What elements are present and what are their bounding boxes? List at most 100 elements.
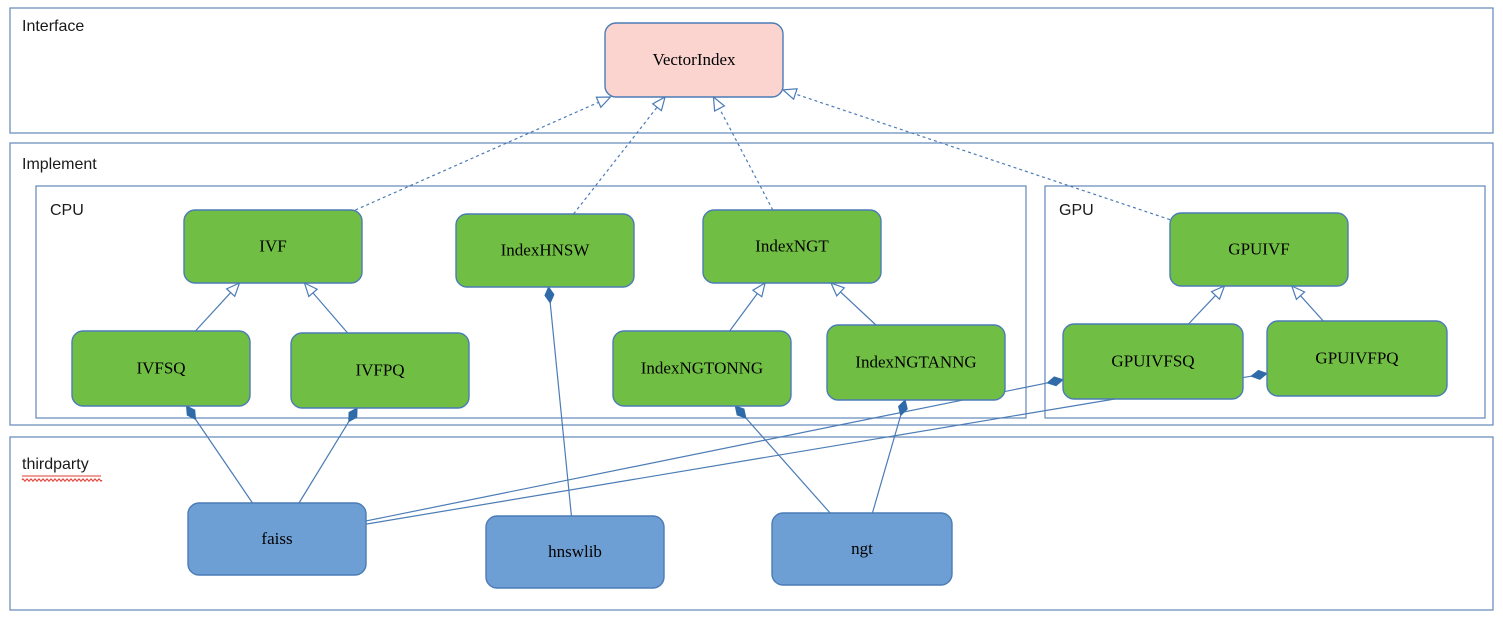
node-box-indexngtanng[interactable] <box>826 324 1006 401</box>
group-thirdparty: thirdparty <box>9 436 1494 611</box>
hollow-triangle-arrowhead-icon <box>303 281 319 298</box>
hollow-triangle-arrowhead-icon <box>781 88 798 101</box>
group-label-interface: Interface <box>22 18 84 35</box>
connector-ivfsq-ivf <box>194 281 241 332</box>
node-box-ivfpq[interactable] <box>290 332 470 409</box>
node-box-vectorindex[interactable] <box>604 22 784 98</box>
spellcheck-squiggle <box>21 478 103 482</box>
connector-indexngtanng-indexngt <box>829 281 877 326</box>
connector-line-realization <box>718 108 774 211</box>
connector-line-realization <box>573 106 658 215</box>
group-label-thirdparty: thirdparty <box>22 456 89 473</box>
hollow-triangle-arrowhead-icon <box>829 281 846 297</box>
connector-line-composition <box>365 375 1252 525</box>
connectors-layer <box>185 88 1324 525</box>
node-label-hnswlib: hnswlib <box>548 542 602 561</box>
node-faiss[interactable]: faiss <box>187 502 367 576</box>
node-indexngtonng[interactable]: IndexNGTONNG <box>612 330 792 407</box>
node-gpuivfsq[interactable]: GPUIVFSQ <box>1062 323 1244 400</box>
node-indexngt[interactable]: IndexNGT <box>702 209 882 284</box>
node-box-indexngtonng[interactable] <box>612 330 792 407</box>
group-label-cpu: CPU <box>50 202 84 219</box>
group-interface: Interface <box>9 7 1494 134</box>
connector-ivf-vectorindex <box>355 96 612 211</box>
connector-line-generalization <box>194 292 232 332</box>
connector-faiss-gpuivfpq <box>365 369 1269 525</box>
group-frame-gpu <box>1044 185 1486 419</box>
group-label-implement: Implement <box>22 156 97 173</box>
connector-line-composition <box>365 382 1048 522</box>
connector-line-composition <box>549 302 573 517</box>
hollow-triangle-arrowhead-icon <box>651 95 667 112</box>
node-indexhnsw[interactable]: IndexHNSW <box>455 213 635 288</box>
connector-gpuivf-vectorindex <box>781 88 1171 221</box>
hollow-triangle-arrowhead-icon <box>751 281 766 298</box>
connector-line-composition <box>195 418 254 504</box>
connector-line-composition <box>298 421 350 504</box>
node-label-indexngtonng: IndexNGTONNG <box>641 358 763 377</box>
node-label-gpuivf: GPUIVF <box>1228 239 1289 258</box>
connector-faiss-ivfpq <box>298 407 358 504</box>
group-frame-cpu <box>35 185 1027 419</box>
node-box-indexhnsw[interactable] <box>455 213 635 288</box>
filled-diamond-icon <box>348 407 358 423</box>
node-box-gpuivf[interactable] <box>1169 212 1349 287</box>
connector-indexngtonng-indexngt <box>729 281 766 332</box>
filled-diamond-icon <box>544 285 555 304</box>
hollow-triangle-arrowhead-icon <box>1290 284 1306 301</box>
filled-diamond-icon <box>898 399 908 417</box>
connector-line-generalization <box>729 293 758 332</box>
hollow-triangle-arrowhead-icon <box>225 281 241 298</box>
node-box-gpuivfsq[interactable] <box>1062 323 1244 400</box>
connector-faiss-gpuivfsq <box>365 376 1064 522</box>
filled-diamond-icon <box>1250 369 1269 380</box>
node-label-vectorindex: VectorIndex <box>652 50 736 69</box>
connector-gpuivfsq-gpuivf <box>1188 284 1226 325</box>
connector-ivfpq-ivf <box>303 281 349 334</box>
node-box-gpuivfpq[interactable] <box>1266 320 1448 397</box>
connector-indexngt-vectorindex <box>712 95 774 211</box>
node-vectorindex[interactable]: VectorIndex <box>604 22 784 98</box>
group-gpu: GPU <box>1044 185 1486 419</box>
node-box-faiss[interactable] <box>187 502 367 576</box>
filled-diamond-icon <box>1046 376 1064 387</box>
node-ngt[interactable]: ngt <box>771 512 953 586</box>
node-ivfsq[interactable]: IVFSQ <box>71 330 251 407</box>
node-ivfpq[interactable]: IVFPQ <box>290 332 470 409</box>
filled-diamond-icon <box>734 405 747 419</box>
group-cpu: CPU <box>35 185 1027 419</box>
group-frame-interface <box>9 7 1494 134</box>
node-hnswlib[interactable]: hnswlib <box>485 515 665 589</box>
node-label-indexngtanng: IndexNGTANNG <box>855 352 976 371</box>
connector-line-composition <box>745 417 831 514</box>
node-box-ngt[interactable] <box>771 512 953 586</box>
connector-hnswlib-indexhnsw <box>544 285 573 517</box>
node-box-ivfsq[interactable] <box>71 330 251 407</box>
node-box-hnswlib[interactable] <box>485 515 665 589</box>
connector-faiss-ivfsq <box>185 405 254 504</box>
connector-ngt-indexngtonng <box>734 405 831 514</box>
node-ivf[interactable]: IVF <box>183 209 363 284</box>
hollow-triangle-arrowhead-icon <box>1210 284 1226 301</box>
node-box-ivf[interactable] <box>183 209 363 284</box>
connector-line-generalization <box>312 292 349 334</box>
connector-ngt-indexngtanng <box>871 399 908 514</box>
node-label-ivfsq: IVFSQ <box>136 358 185 377</box>
connector-line-realization <box>355 101 599 211</box>
node-label-indexngt: IndexNGT <box>755 236 829 255</box>
node-label-gpuivfsq: GPUIVFSQ <box>1111 351 1194 370</box>
node-label-gpuivfpq: GPUIVFPQ <box>1315 348 1398 367</box>
node-gpuivfpq[interactable]: GPUIVFPQ <box>1266 320 1448 397</box>
connector-gpuivfpq-gpuivf <box>1290 284 1324 322</box>
node-indexngtanng[interactable]: IndexNGTANNG <box>826 324 1006 401</box>
connector-line-generalization <box>1300 295 1324 322</box>
connector-line-composition <box>871 415 902 514</box>
node-label-ivfpq: IVFPQ <box>355 360 404 379</box>
connector-line-generalization <box>840 291 877 326</box>
node-box-indexngt[interactable] <box>702 209 882 284</box>
node-label-ivf: IVF <box>259 236 286 255</box>
node-gpuivf[interactable]: GPUIVF <box>1169 212 1349 287</box>
